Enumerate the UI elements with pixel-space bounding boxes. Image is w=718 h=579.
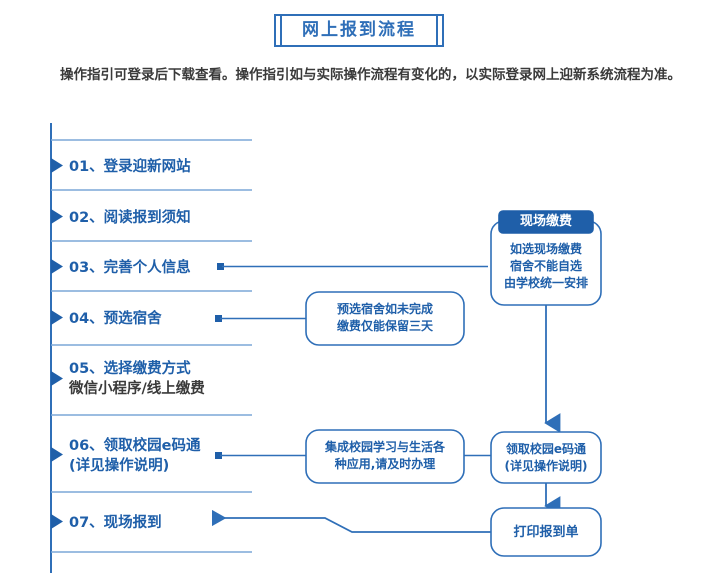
step-05-label: 05、选择缴费方式 xyxy=(69,361,191,377)
connector-step03-to-onsite xyxy=(217,263,488,270)
callout-ecard-text: 集成校园学习与生活各 种应用,请及时办理 xyxy=(306,439,464,473)
callout-dorm-line1: 预选宿舍如未完成 xyxy=(336,302,433,316)
triangle-right-icon-3 xyxy=(51,259,63,274)
step-05[interactable]: 05、选择缴费方式 微信小程序/线上缴费 xyxy=(69,359,205,399)
box-onsite-payment-shape xyxy=(490,210,602,306)
box-ecard-line2: (详见操作说明) xyxy=(504,459,588,473)
box-ecard-text: 领取校园e码通 (详见操作说明) xyxy=(491,441,601,475)
title-banner: 网上报到流程 xyxy=(0,14,718,47)
box-print-shape xyxy=(490,507,602,557)
square-dot-icon-1 xyxy=(217,263,224,270)
callout-dorm-box xyxy=(305,291,465,346)
box-onsite-payment-line2: 宿舍不能自选 xyxy=(509,259,582,273)
triangle-right-icon-1 xyxy=(51,158,63,173)
step-separators xyxy=(51,139,252,553)
box-onsite-payment-header-label: 现场缴费 xyxy=(519,214,572,229)
title-box: 网上报到流程 xyxy=(274,14,444,47)
page-title: 网上报到流程 xyxy=(302,20,416,40)
triangle-right-icon-7 xyxy=(51,514,63,529)
step-04[interactable]: 04、预选宿舍 xyxy=(69,309,162,329)
callout-dorm-line2: 缴费仅能保留三天 xyxy=(336,319,433,333)
square-dot-icon-2 xyxy=(215,315,222,322)
triangle-right-icon-5 xyxy=(51,371,63,386)
step-01[interactable]: 01、登录迎新网站 xyxy=(69,157,191,177)
step-06-sublabel: (详见操作说明) xyxy=(69,458,170,474)
triangle-right-icon-6 xyxy=(51,447,63,462)
step-02[interactable]: 02、阅读报到须知 xyxy=(69,208,191,228)
intro-paragraph: 操作指引可登录后下载查看。操作指引如与实际操作流程有变化的，以实际登录网上迎新系… xyxy=(34,62,686,89)
box-ecard-shape xyxy=(490,431,602,484)
box-print-line1: 打印报到单 xyxy=(513,525,579,540)
box-ecard-line1: 领取校园e码通 xyxy=(505,442,587,456)
connector-step06-to-ecard xyxy=(215,452,492,459)
triangle-right-icon-4 xyxy=(51,310,63,325)
callout-ecard-box xyxy=(305,429,465,484)
step-07[interactable]: 07、现场报到 xyxy=(69,513,162,533)
callout-ecard-line1: 集成校园学习与生活各 xyxy=(324,440,445,454)
step-03-label: 03、完善个人信息 xyxy=(69,260,191,276)
callout-dorm-text: 预选宿舍如未完成 缴费仅能保留三天 xyxy=(306,301,464,335)
box-onsite-payment-text: 如选现场缴费 宿舍不能自选 由学校统一安排 xyxy=(491,241,601,292)
step-03[interactable]: 03、完善个人信息 xyxy=(69,258,191,278)
connector-step04-to-dorm-callout xyxy=(215,315,306,322)
step-02-label: 02、阅读报到须知 xyxy=(69,210,191,226)
triangle-right-icon-2 xyxy=(51,209,63,224)
step-07-label: 07、现场报到 xyxy=(69,515,162,531)
box-onsite-payment-header: 现场缴费 xyxy=(499,213,593,230)
box-onsite-payment-line3: 由学校统一安排 xyxy=(503,276,588,290)
callout-ecard-line2: 种应用,请及时办理 xyxy=(334,457,436,471)
box-onsite-payment-line1: 如选现场缴费 xyxy=(509,242,582,256)
step-markers xyxy=(51,158,63,529)
step-04-label: 04、预选宿舍 xyxy=(69,311,162,327)
step-01-label: 01、登录迎新网站 xyxy=(69,159,191,175)
box-print-text: 打印报到单 xyxy=(491,524,601,541)
square-dot-icon-3 xyxy=(215,452,222,459)
step-06[interactable]: 06、领取校园e码通 (详见操作说明) xyxy=(69,436,201,476)
step-05-sublabel: 微信小程序/线上缴费 xyxy=(69,381,205,397)
step-06-label: 06、领取校园e码通 xyxy=(69,438,201,454)
connector-print-to-step07 xyxy=(212,509,492,533)
intro-text: 操作指引可登录后下载查看。操作指引如与实际操作流程有变化的，以实际登录网上迎新系… xyxy=(60,67,681,83)
